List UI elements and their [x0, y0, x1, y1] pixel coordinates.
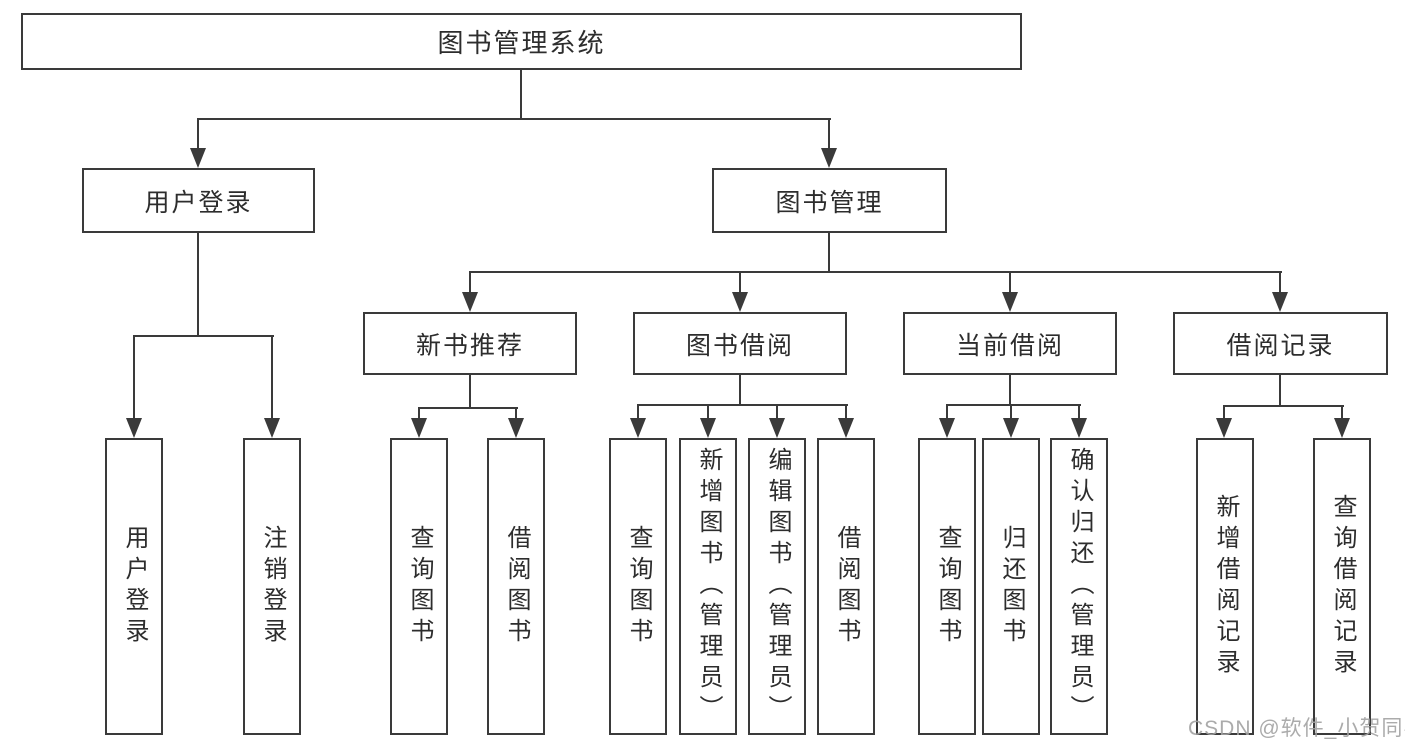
- arrow-bb-edit-icon: [769, 418, 785, 438]
- edge-book-borrow-bus: [637, 404, 848, 406]
- arrow-nb-query-icon: [411, 418, 427, 438]
- leaf-nb-query-books: 查询图书: [390, 438, 448, 735]
- arrow-leaf-logout-icon: [264, 418, 280, 438]
- edge-cb-query-stem: [946, 404, 948, 422]
- edge-bb-add-stem: [707, 404, 709, 422]
- edge-level2-bus: [197, 118, 831, 120]
- edge-br-query-stem: [1341, 405, 1343, 422]
- edge-bb-query-stem: [637, 404, 639, 422]
- node-borrow-records: 借阅记录: [1173, 312, 1388, 375]
- leaf-cb-confirm-return: 确认归还（管理员）: [1050, 438, 1108, 735]
- leaf-bb-borrow-books: 借阅图书: [817, 438, 875, 735]
- arrow-new-books-icon: [462, 292, 478, 312]
- edge-root-stem: [520, 70, 522, 119]
- edge-leaf-logout-stem: [271, 335, 273, 422]
- leaf-user-login: 用户登录: [105, 438, 163, 735]
- leaf-cb-return-books: 归还图书: [982, 438, 1040, 735]
- node-user-login: 用户登录: [82, 168, 315, 233]
- arrow-leaf-user-login-icon: [126, 418, 142, 438]
- edge-leaf-user-login-stem: [133, 335, 135, 422]
- edge-book-borrow-stem: [739, 271, 741, 296]
- edge-nb-borrow-stem: [515, 407, 517, 422]
- arrow-br-add-icon: [1216, 418, 1232, 438]
- arrow-bb-query-icon: [630, 418, 646, 438]
- leaf-bb-edit-books: 编辑图书（管理员）: [748, 438, 806, 735]
- edge-user-login-bus: [133, 335, 274, 337]
- leaf-bb-add-books: 新增图书（管理员）: [679, 438, 737, 735]
- edge-user-login-down: [197, 233, 199, 337]
- node-root: 图书管理系统: [21, 13, 1022, 70]
- node-new-books: 新书推荐: [363, 312, 577, 375]
- leaf-bb-query-books: 查询图书: [609, 438, 667, 735]
- leaf-cb-query-books: 查询图书: [918, 438, 976, 735]
- arrow-bb-borrow-icon: [838, 418, 854, 438]
- arrow-borrow-records-icon: [1272, 292, 1288, 312]
- edge-book-mgmt-down: [828, 233, 830, 273]
- arrow-user-login-icon: [190, 148, 206, 168]
- watermark-text: CSDN @软件_小贺同学: [1188, 717, 1405, 740]
- edge-new-books-down: [469, 375, 471, 409]
- edge-cb-return-stem: [1010, 404, 1012, 422]
- edge-user-login-stem: [197, 118, 199, 152]
- node-book-mgmt: 图书管理: [712, 168, 947, 233]
- leaf-br-add-record: 新增借阅记录: [1196, 438, 1254, 735]
- edge-bb-borrow-stem: [845, 404, 847, 422]
- arrow-cb-confirm-icon: [1071, 418, 1087, 438]
- arrow-cb-return-icon: [1003, 418, 1019, 438]
- arrow-book-mgmt-icon: [821, 148, 837, 168]
- edge-current-borrow-bus: [946, 404, 1081, 406]
- leaf-nb-borrow-books: 借阅图书: [487, 438, 545, 735]
- arrow-nb-borrow-icon: [508, 418, 524, 438]
- edge-bb-edit-stem: [776, 404, 778, 422]
- edge-new-books-stem: [469, 271, 471, 296]
- edge-new-books-bus: [418, 407, 518, 409]
- edge-book-borrow-down: [739, 375, 741, 406]
- edge-current-borrow-down: [1009, 375, 1011, 406]
- edge-br-add-stem: [1223, 405, 1225, 422]
- arrow-cb-query-icon: [939, 418, 955, 438]
- edge-cb-confirm-stem: [1078, 404, 1080, 422]
- node-book-borrow: 图书借阅: [633, 312, 847, 375]
- node-current-borrow: 当前借阅: [903, 312, 1117, 375]
- edge-level3-bus: [469, 271, 1282, 273]
- leaf-br-query-record: 查询借阅记录: [1313, 438, 1371, 735]
- arrow-bb-add-icon: [700, 418, 716, 438]
- edge-book-mgmt-stem: [828, 118, 830, 152]
- edge-borrow-records-bus: [1223, 405, 1344, 407]
- edge-nb-query-stem: [418, 407, 420, 422]
- edge-current-borrow-stem: [1009, 271, 1011, 296]
- arrow-br-query-icon: [1334, 418, 1350, 438]
- arrow-book-borrow-icon: [732, 292, 748, 312]
- leaf-logout: 注销登录: [243, 438, 301, 735]
- arrow-current-borrow-icon: [1002, 292, 1018, 312]
- edge-borrow-records-down: [1279, 375, 1281, 407]
- edge-borrow-records-stem: [1279, 271, 1281, 296]
